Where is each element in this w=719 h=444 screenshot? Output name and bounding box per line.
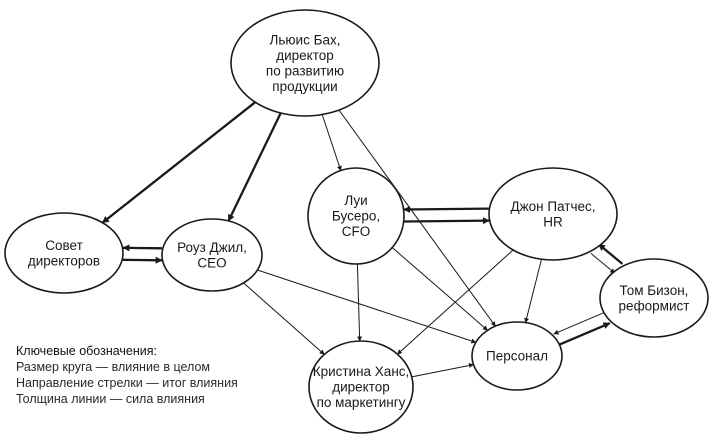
node-label-louie: Бусеро, [332,209,380,224]
node-circle-board [4,212,124,294]
node-label-john: Джон Патчес, [510,199,595,214]
edge-tom-to-staff [553,311,606,335]
edge-lewis-to-louie [321,114,342,171]
edge-john-to-staff [524,259,542,324]
edge-lewis-to-staff [338,109,496,327]
node-label-kristina: Кристина Ханс, [313,364,410,379]
edge-rose-to-kristina [243,282,325,355]
node-label-lewis: по развитию [266,63,344,78]
legend-item-arrow-direction: Направление стрелки — итог влияния [16,376,238,390]
node-label-board: директоров [28,253,100,268]
legend: Ключевые обозначения: Размер круга — вли… [16,343,238,407]
node-label-rose: Роуз Джил, [177,240,247,255]
node-label-lewis: Льюис Бах, [270,32,341,47]
edge-louie-to-kristina [356,263,363,342]
node-label-louie: Луи [344,193,367,208]
edge-staff-to-tom [558,322,611,346]
node-label-staff: Персонал [486,349,548,364]
edge-tom-to-john [597,243,624,265]
legend-title: Ключевые обозначения: [16,344,158,358]
edge-louie-to-staff [391,247,488,331]
edge-board-to-rose [122,256,163,264]
legend-item-circle-size: Размер круга — влияние в целом [16,360,211,374]
node-label-kristina: директор [332,380,390,395]
node-tom: Том Бизон,реформист [599,258,709,338]
edge-john-to-kristina [397,249,514,355]
node-circle-john [488,167,618,261]
node-label-lewis: продукции [272,79,337,94]
edges-layer [101,101,624,378]
node-circle-tom [599,258,709,338]
legend-item-line-thickness: Толщина линии — сила влияния [16,392,205,406]
node-circle-staff [471,321,563,391]
node-label-tom: Том Бизон, [620,283,689,298]
node-label-tom: реформист [619,298,690,313]
node-label-lewis: директор [276,48,334,63]
node-label-john: HR [543,214,563,229]
node-label-kristina: по маркетингу [317,395,406,410]
edge-john-to-louie [403,205,489,213]
edge-lewis-to-rose [227,112,282,222]
edge-lewis-to-board [101,101,256,224]
node-staff: Персонал [471,321,563,391]
node-circle-louie [307,167,405,265]
edge-louie-to-john [404,217,490,225]
node-label-rose: CEO [197,255,226,270]
node-label-louie: CFO [342,224,371,239]
node-label-board: Совет [45,238,83,253]
node-circle-rose [161,218,263,292]
edge-john-to-tom [590,253,616,274]
edge-rose-to-board [122,244,163,252]
node-circle-lewis [230,9,380,117]
edge-rose-to-staff [257,269,477,344]
node-john: Джон Патчес,HR [488,167,618,261]
edge-kristina-to-staff [411,363,474,378]
node-rose: Роуз Джил,CEO [161,218,263,292]
node-circle-kristina [308,340,414,434]
